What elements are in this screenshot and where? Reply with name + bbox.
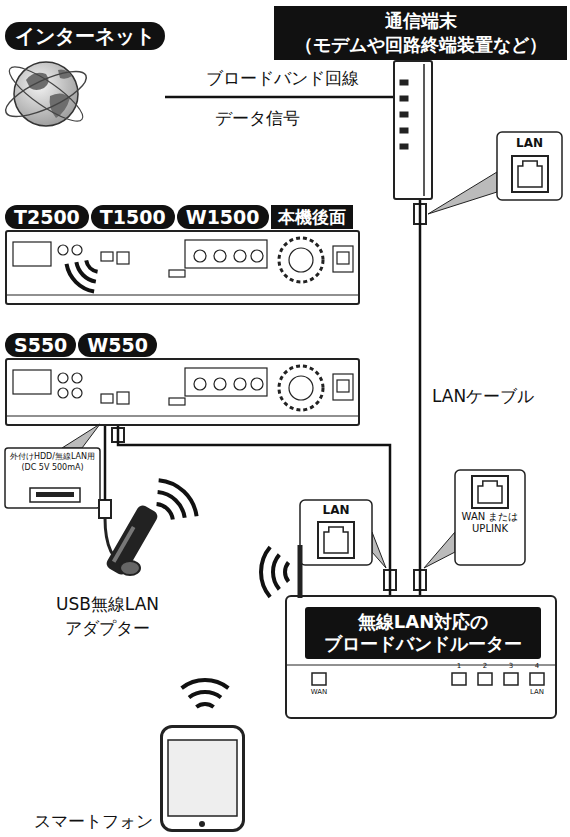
wireless-wave <box>86 260 97 271</box>
wireless-wave <box>157 504 173 519</box>
wireless-wave <box>196 704 213 707</box>
port-note: 外付けHDD/無線LAN用 (DC 5V 500mA) <box>7 451 98 473</box>
port-number: 4 <box>531 662 543 670</box>
usb-port-callout <box>5 424 100 508</box>
port-number: 1 <box>453 662 465 670</box>
recorder-panel <box>5 366 360 416</box>
modem-details <box>400 64 426 224</box>
port-number: 3 <box>505 662 517 670</box>
recorder-device: T2500T1500W1500本機後面 <box>5 230 360 305</box>
smartphone-device: スマートフォン <box>160 725 245 832</box>
node-label: USB無線LAN アダプター <box>45 592 170 640</box>
cable-connector <box>165 96 393 99</box>
node-label: スマートフォン <box>34 810 153 833</box>
jack-icon <box>318 522 354 558</box>
jack-icon <box>472 476 508 508</box>
port-name: LAN <box>300 503 372 517</box>
lan-callout <box>300 500 386 568</box>
internet-node: インターネット <box>5 22 165 130</box>
usb-adapter <box>99 500 160 577</box>
node-label: インターネット <box>5 22 165 50</box>
signal-label: データ信号 <box>215 107 335 129</box>
node-label: 無線LAN対応の ブロードバンドルーター <box>305 607 541 659</box>
wireless-wave <box>76 262 95 281</box>
model-tab: S550 <box>5 333 76 357</box>
wireless-wave <box>273 555 279 590</box>
wireless-wave <box>189 692 221 698</box>
cable-connector <box>104 426 107 500</box>
wireless-wave <box>159 480 197 516</box>
model-tab: W1500 <box>177 205 269 229</box>
edge-label: LANケーブル <box>432 385 562 407</box>
port-name: LAN <box>497 136 562 150</box>
wireless-wave <box>261 547 270 597</box>
lan-plug <box>112 428 426 590</box>
modem-device: 通信端末 （モデムや回路終端装置など） <box>393 60 433 200</box>
lan-callout <box>428 132 562 214</box>
model-tab: W550 <box>78 333 157 357</box>
router-device: 無線LAN対応の ブロードバンドルーター <box>285 595 557 719</box>
port-name: LAN <box>524 688 550 696</box>
usb-adapter-node: USB無線LAN アダプター <box>60 500 170 580</box>
model-tab-row: S550W550 <box>5 333 157 357</box>
cable-connector <box>118 426 390 595</box>
globe-icon <box>0 59 92 129</box>
port-name: WAN <box>303 688 335 696</box>
cable-connector <box>419 200 422 595</box>
phone-screen <box>168 740 237 827</box>
model-tab-row: T2500T1500W1500本機後面 <box>5 205 353 229</box>
wireless-wave <box>182 680 229 688</box>
recorder-panel <box>5 238 360 295</box>
jack-icon <box>512 156 548 192</box>
wireless-wave <box>67 264 95 292</box>
recorder-device: S550W550 <box>5 358 360 426</box>
wireless-wave <box>158 492 185 518</box>
model-tab: T1500 <box>91 205 175 229</box>
port-number: 2 <box>479 662 491 670</box>
port-name: WAN または UPLINK <box>455 511 525 535</box>
wan-callout <box>424 470 525 568</box>
node-label: 通信端末 （モデムや回路終端装置など） <box>274 6 567 60</box>
model-tab: T2500 <box>5 205 89 229</box>
edge-label: ブロードバンド回線 <box>175 67 390 89</box>
model-tab: 本機後面 <box>271 205 353 229</box>
wireless-wave <box>285 562 289 581</box>
